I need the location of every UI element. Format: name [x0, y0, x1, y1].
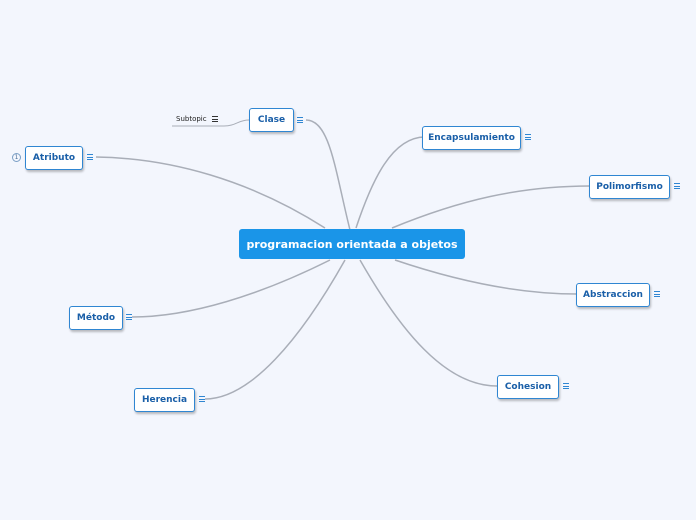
topic-cohesion[interactable]: Cohesion: [497, 375, 559, 399]
topic-polimorfismo[interactable]: Polimorfismo: [589, 175, 670, 199]
topic-abstraccion[interactable]: Abstraccion: [576, 283, 650, 307]
connector-polimorfismo: [391, 185, 591, 229]
topic-clase[interactable]: Clase: [249, 108, 294, 132]
connector-cohesion: [359, 259, 498, 387]
topic-abstraccion-label: Abstraccion: [583, 290, 643, 300]
notes-icon[interactable]: [525, 134, 531, 140]
topic-polimorfismo-label: Polimorfismo: [596, 182, 663, 192]
counter-badge: 1: [12, 153, 21, 162]
notes-icon[interactable]: [87, 154, 93, 160]
notes-icon[interactable]: [212, 116, 218, 122]
central-topic-label: programacion orientada a objetos: [246, 237, 458, 251]
central-topic[interactable]: programacion orientada a objetos: [239, 229, 465, 259]
topic-metodo[interactable]: Método: [69, 306, 123, 330]
connector-metodo: [131, 259, 331, 318]
notes-icon[interactable]: [654, 291, 660, 297]
connector-clase: [305, 119, 351, 231]
counter-badge-value: 1: [14, 154, 19, 161]
subtopic-label[interactable]: Subtopic: [176, 115, 207, 123]
connector-encapsulamiento: [355, 136, 426, 229]
notes-icon[interactable]: [674, 183, 680, 189]
topic-encapsulamiento[interactable]: Encapsulamiento: [422, 126, 521, 150]
topic-clase-label: Clase: [257, 115, 286, 125]
topic-atributo-label: Atributo: [32, 153, 76, 163]
topic-cohesion-label: Cohesion: [504, 382, 552, 392]
topic-encapsulamiento-label: Encapsulamiento: [428, 133, 515, 143]
connector-abstraccion: [394, 259, 578, 295]
topic-metodo-label: Método: [76, 313, 116, 323]
topic-herencia-label: Herencia: [141, 395, 188, 405]
connector-atributo: [95, 156, 326, 229]
notes-icon[interactable]: [199, 396, 205, 402]
notes-icon[interactable]: [297, 117, 303, 123]
topic-atributo[interactable]: Atributo: [25, 146, 83, 170]
topic-herencia[interactable]: Herencia: [134, 388, 195, 412]
notes-icon[interactable]: [126, 314, 132, 320]
connector-subtopic: [172, 119, 250, 127]
notes-icon[interactable]: [563, 383, 569, 389]
connector-herencia: [204, 259, 346, 400]
